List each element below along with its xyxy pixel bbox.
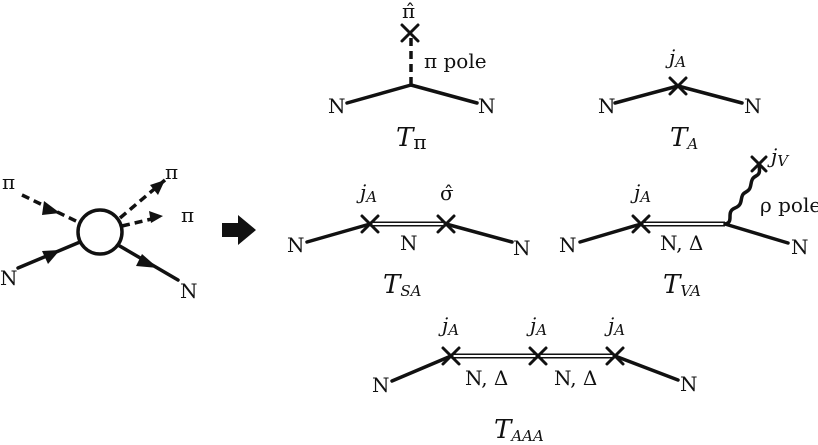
blob-vertex xyxy=(76,208,124,256)
nucleon-line-left xyxy=(305,222,372,244)
arrow-icon xyxy=(42,250,60,264)
t-a-diagram: jA N N TA xyxy=(598,45,762,153)
label-n-right: N xyxy=(680,372,698,396)
t-aaa-diagram: jA jA jA N N, Δ N, Δ N TAAA xyxy=(372,313,698,445)
implies-arrow-icon xyxy=(222,215,256,245)
nucleon-line-left xyxy=(578,222,643,244)
label-n-left: N xyxy=(598,94,616,118)
label-n-right: N xyxy=(744,94,762,118)
cross-icon xyxy=(631,214,651,234)
label-pi-in: π xyxy=(2,170,15,194)
label-n-right: N xyxy=(791,235,809,259)
label-pi-pole: π pole xyxy=(424,49,487,73)
label-n-out: N xyxy=(180,279,198,303)
label-n-left: N xyxy=(559,233,577,257)
label-axial-current: jA xyxy=(630,180,651,206)
nucleon-line-left xyxy=(613,84,680,105)
diagram-name-t-pi: Tπ xyxy=(396,123,427,154)
nucleon-line-right xyxy=(444,222,514,244)
nucleon-line-right xyxy=(676,84,744,105)
label-n-left: N xyxy=(328,94,346,118)
arrow-icon xyxy=(136,254,158,268)
arrow-icon xyxy=(42,201,60,215)
diagram-name-t-aaa: TAAA xyxy=(494,415,544,445)
cross-icon xyxy=(750,155,768,173)
nucleon-line-left xyxy=(345,83,413,105)
nucleon-line-right xyxy=(613,354,680,382)
cross-icon xyxy=(441,346,461,366)
cross-icon xyxy=(528,346,548,366)
cross-icon xyxy=(605,346,625,366)
label-pi-out-1: π xyxy=(165,160,178,184)
label-sigma-hat: σ̂ xyxy=(440,181,454,205)
arrow-icon xyxy=(149,211,163,223)
label-axial-current: jA xyxy=(356,180,377,206)
label-axial-current: jA xyxy=(665,45,686,71)
label-n-mid: N, Δ xyxy=(660,231,703,255)
label-n-left: N xyxy=(372,373,390,397)
nucleon-line-right xyxy=(723,222,790,245)
label-n-right: N xyxy=(478,94,496,118)
rho-pole-wavy-line xyxy=(724,164,762,226)
label-pi-out-2: π xyxy=(181,203,194,227)
label-n-mid-2: N, Δ xyxy=(554,366,597,390)
label-n-in: N xyxy=(0,266,18,290)
t-sa-diagram: jA σ̂ N N N TSA xyxy=(287,180,531,300)
left-process-diagram: π π π N N xyxy=(0,160,198,303)
label-n-mid: N xyxy=(400,231,418,255)
diagram-name-t-a: TA xyxy=(670,123,698,153)
cross-icon xyxy=(436,214,456,234)
cross-icon xyxy=(360,214,380,234)
nucleon-line-left xyxy=(390,354,453,383)
label-n-right: N xyxy=(513,236,531,260)
cross-icon xyxy=(400,23,420,43)
label-axial-current-1: jA xyxy=(438,313,459,339)
label-axial-current-3: jA xyxy=(604,313,625,339)
t-pi-diagram: π̂ π pole N N Tπ xyxy=(328,0,496,154)
diagram-name-t-va: TVA xyxy=(663,270,701,300)
label-axial-current-2: jA xyxy=(526,313,547,339)
label-pi-hat: π̂ xyxy=(402,0,415,23)
diagram-name-t-sa: TSA xyxy=(383,270,422,300)
t-va-diagram: jA jV ρ pole N N, Δ N TVA xyxy=(559,144,818,300)
label-n-mid-1: N, Δ xyxy=(465,366,508,390)
label-vector-current: jV xyxy=(767,144,790,170)
arrow-icon xyxy=(150,180,165,195)
label-n-left: N xyxy=(287,233,305,257)
nucleon-line-right xyxy=(409,83,479,105)
cross-icon xyxy=(668,76,688,96)
label-rho-pole: ρ pole xyxy=(760,193,818,217)
outgoing-pion-line-1 xyxy=(118,178,167,220)
